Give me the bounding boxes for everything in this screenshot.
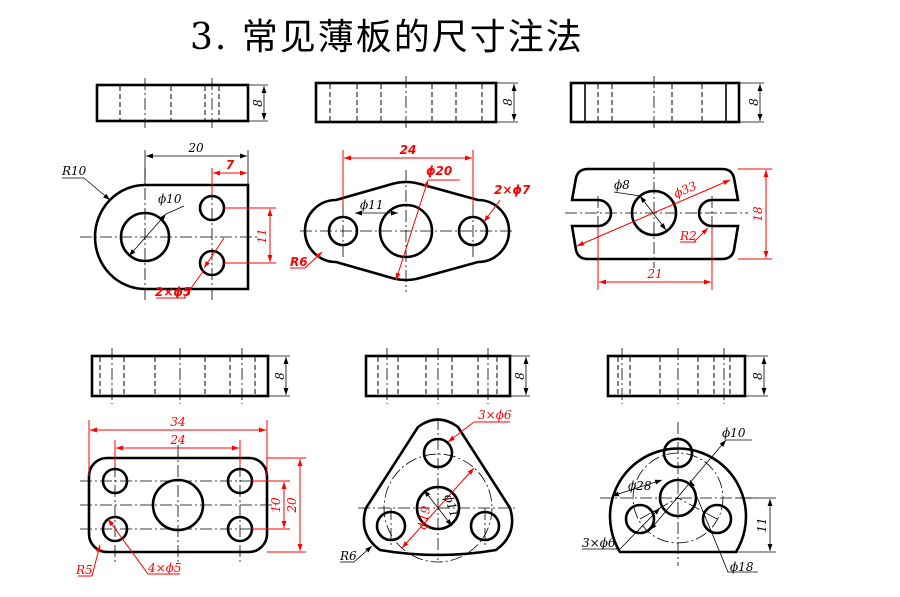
figure-1-r10-label: R10 [61,164,87,178]
figure-5: 8 3×ϕ6 ϕ19 ϕ11 R6 [339,348,530,563]
figure-2-thickness-label: 8 [501,98,515,106]
figure-1-front-view: 20 7 11 R10 ϕ10 2×ϕ5 [61,141,276,300]
figure-3-r2-label: R2 [679,229,697,243]
figure-4-dim-10: 10 [269,497,283,513]
figure-2: 8 24 ϕ20 ϕ11 2×ϕ7 R6 [290,76,531,292]
figure-1-holes-label: 2×ϕ5 [155,285,191,299]
figure-2-holes-label: 2×ϕ7 [494,183,531,197]
figure-3: 8 ϕ8 ϕ33 18 R2 21 [565,76,772,290]
figure-2-phi20-label: ϕ20 [426,164,452,178]
figure-6-phi28-label: ϕ28 [628,479,652,493]
figure-6: 8 ϕ10 ϕ28 3×ϕ6 ϕ18 1 [582,348,776,574]
figure-2-dim-24: 24 [400,143,417,157]
figure-2-top-view: 8 [314,76,518,128]
figure-1-dim-7: 7 [226,158,235,172]
figure-6-top-view: 8 [606,348,768,404]
figure-2-front-view: 24 ϕ20 ϕ11 2×ϕ7 R6 [290,143,531,292]
figure-1-thickness-label: 8 [251,99,265,107]
figure-3-front-view: ϕ8 ϕ33 18 R2 21 [565,162,772,290]
figure-5-phi11-label: ϕ11 [441,493,462,520]
figure-3-top-view: 8 [569,76,764,128]
figure-5-thickness-label: 8 [513,372,527,380]
figure-6-holes-label: 3×ϕ6 [582,536,616,550]
figure-5-r6-label: R6 [339,549,357,563]
figure-3-dim-18: 18 [751,206,765,222]
figure-1-top-view: 8 [95,78,268,128]
figure-3-phi33-label: ϕ33 [672,179,699,201]
figure-4-top-view: 8 [90,348,290,404]
page-title: 3. 常见薄板的尺寸注法 [190,17,584,58]
figure-1: 8 20 7 11 R10 ϕ10 [61,78,276,300]
figure-5-holes-label: 3×ϕ6 [478,408,512,422]
figure-1-phi10-label: ϕ10 [158,192,182,206]
figure-4: 8 34 24 10 [75,348,306,577]
figure-6-dim-11: 11 [755,517,769,532]
figure-1-dim-11: 11 [255,228,269,243]
figure-3-thickness-label: 8 [747,98,761,106]
figure-6-thickness-label: 8 [751,372,765,380]
figure-4-thickness-label: 8 [273,372,287,380]
figure-4-dim-24: 24 [169,433,185,447]
figure-1-dim-20: 20 [187,141,204,155]
figure-3-phi8-label: ϕ8 [614,178,630,192]
figure-4-r5-label: R5 [75,563,93,577]
figure-4-dim-20: 20 [285,497,299,514]
figure-6-phi18-label: ϕ18 [730,560,754,574]
figure-5-top-view: 8 [364,348,530,404]
figure-4-holes-label: 4×ϕ5 [147,561,182,575]
figure-2-phi11-label: ϕ11 [360,198,383,212]
figure-4-front-view: 34 24 10 20 R5 4×ϕ5 [75,415,306,577]
figure-3-dim-21: 21 [646,267,662,281]
figure-5-front-view: 3×ϕ6 ϕ19 ϕ11 R6 [339,408,518,563]
figure-2-r6-label: R6 [290,255,308,269]
figure-6-phi10-label: ϕ10 [722,426,746,440]
figure-4-dim-34: 34 [170,415,185,429]
figure-6-front-view: ϕ10 ϕ28 3×ϕ6 ϕ18 11 [582,422,776,574]
